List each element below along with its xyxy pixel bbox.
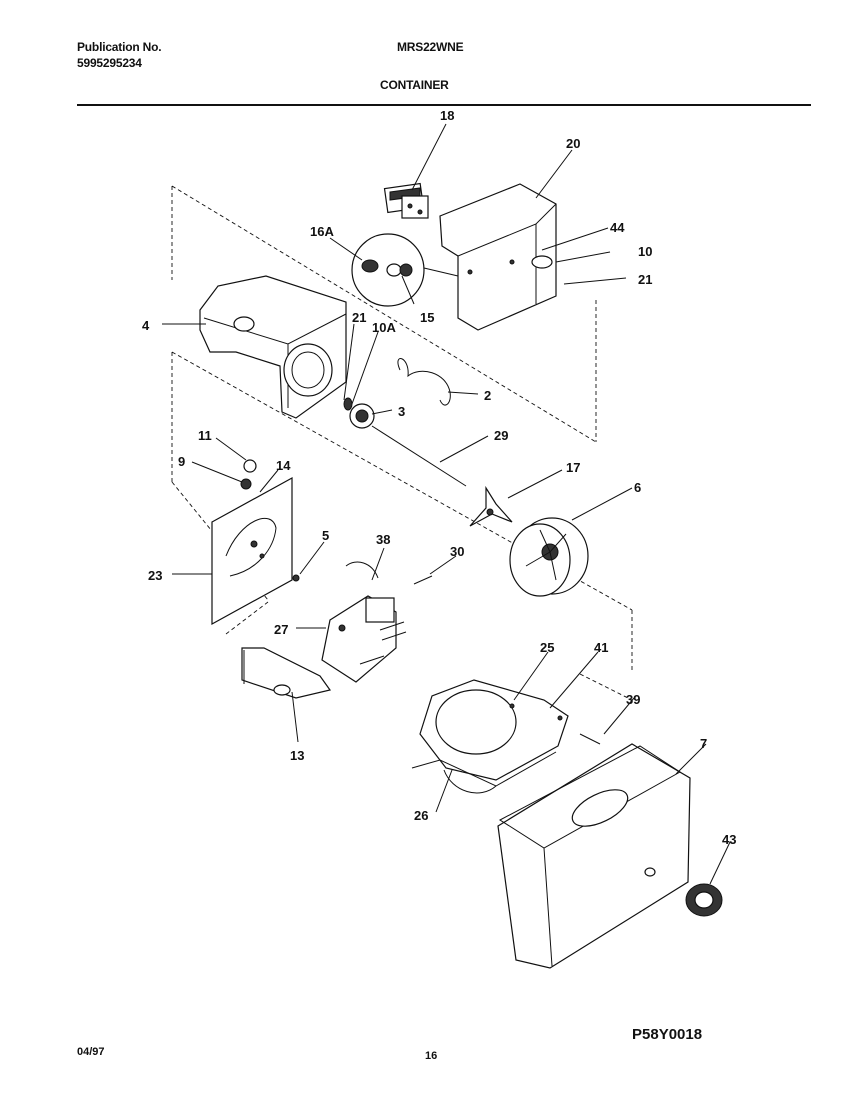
callout-15: 15: [420, 310, 434, 325]
part-11-washer: [243, 459, 257, 473]
part-4-housing: [199, 275, 347, 419]
callout-4: 4: [142, 318, 150, 333]
callout-23: 23: [148, 568, 162, 583]
callout-9: 9: [178, 454, 185, 469]
callout-43: 43: [722, 832, 736, 847]
callout-6: 6: [634, 480, 641, 495]
model-number: MRS22WNE: [397, 40, 464, 54]
part-7-front-cover: [497, 743, 691, 969]
part-27-bracket: [321, 561, 407, 683]
housing-alignment-lines: [225, 601, 633, 701]
part-18-switch: [383, 182, 429, 219]
callout-13: 13: [290, 748, 304, 763]
callout-10a: 10A: [372, 320, 396, 335]
callout-10: 10: [638, 244, 652, 259]
callout-11: 11: [198, 428, 212, 443]
upper-alignment-plane: [171, 185, 597, 443]
lower-alignment-plane: [171, 351, 633, 672]
callout-30: 30: [450, 544, 464, 559]
callout-20: 20: [566, 136, 580, 151]
publication-number: 5995295234: [77, 56, 142, 70]
section-title: CONTAINER: [380, 78, 449, 92]
callout-39: 39: [626, 692, 640, 707]
part-5-screw: [292, 574, 300, 582]
part-23-plate: [211, 476, 293, 626]
callout-21-upper: 21: [638, 272, 652, 287]
callout-21-lower: 21: [352, 310, 366, 325]
callout-26: 26: [414, 808, 428, 823]
callout-14: 14: [276, 458, 291, 473]
part-3-hub: [343, 397, 375, 429]
part-13-door: [241, 647, 332, 699]
part-16a-detail: [351, 233, 459, 307]
callout-25: 25: [540, 640, 554, 655]
leader-lines: [162, 123, 731, 885]
callout-27: 27: [274, 622, 288, 637]
publication-label: Publication No.: [77, 40, 162, 54]
part-20-motor-cover: [439, 183, 557, 331]
drawing-code: P58Y0018: [632, 1026, 703, 1043]
callout-labels: 18 20 16A 44 10 21 4 21 10A 15 2 3 29 11…: [142, 108, 736, 847]
callout-17: 17: [566, 460, 580, 475]
part-29-shaft: [371, 425, 467, 487]
part-25-lower-housing: [411, 679, 569, 794]
callout-44: 44: [610, 220, 625, 235]
callout-2: 2: [484, 388, 491, 403]
part-9-ring: [240, 478, 252, 490]
part-30-screw: [413, 575, 433, 585]
part-6-wheel: [509, 517, 589, 597]
part-39-screw: [579, 733, 601, 745]
callout-16a: 16A: [310, 224, 334, 239]
footer-page-number: 16: [425, 1050, 438, 1062]
callout-18: 18: [440, 108, 454, 123]
callout-38: 38: [376, 532, 390, 547]
part-2-wire: [397, 358, 451, 406]
callout-29: 29: [494, 428, 508, 443]
callout-3: 3: [398, 404, 405, 419]
part-17-blade: [469, 485, 513, 527]
callout-5: 5: [322, 528, 329, 543]
header-rule: [77, 104, 811, 106]
callout-41: 41: [594, 640, 608, 655]
part-43-knob: [685, 883, 723, 917]
callout-7: 7: [700, 736, 707, 751]
footer-date: 04/97: [77, 1046, 105, 1058]
